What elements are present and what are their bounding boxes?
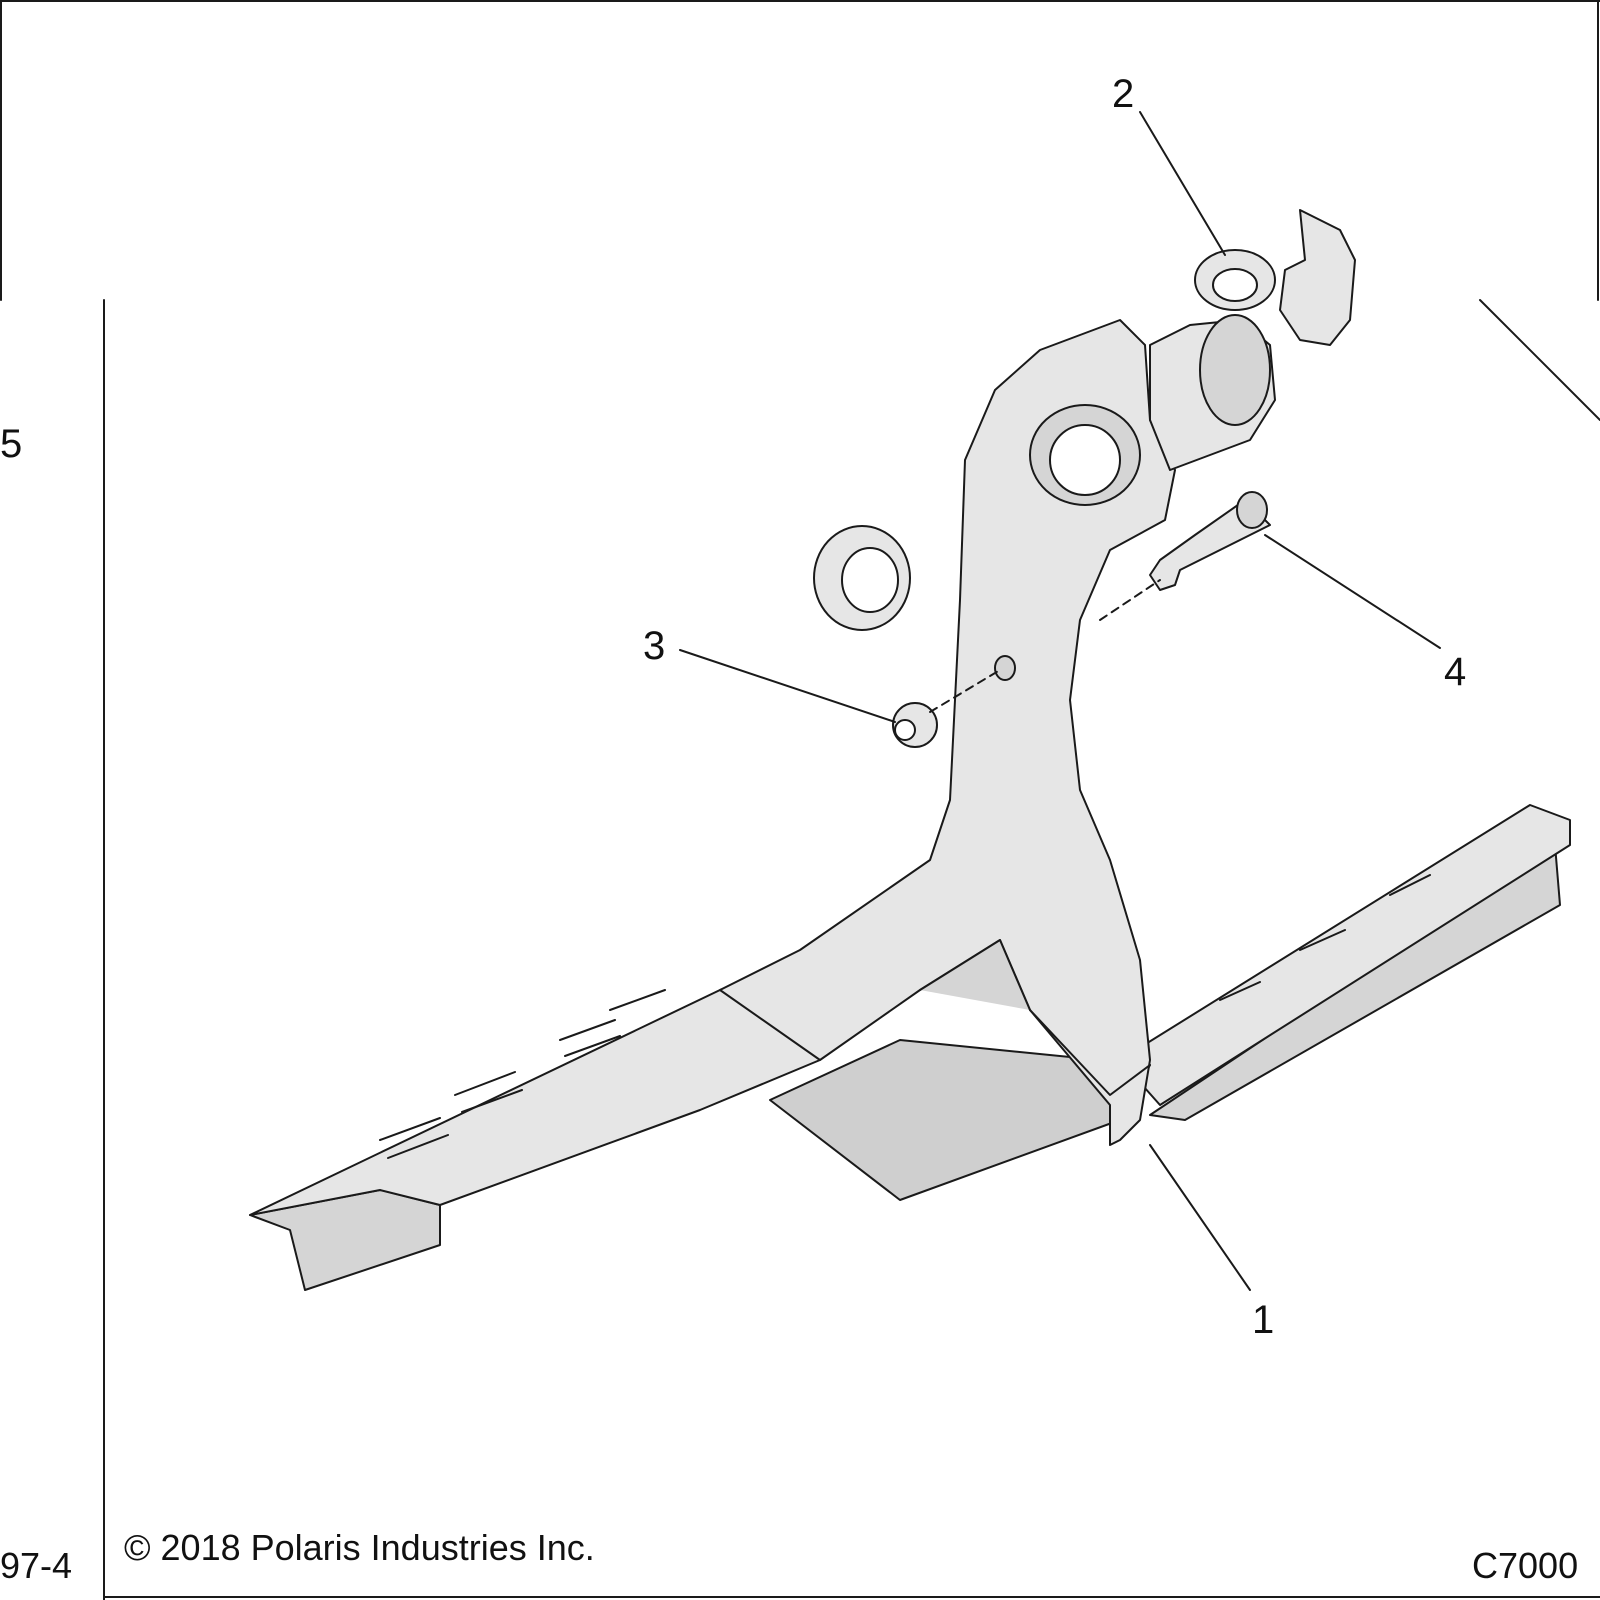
copyright-notice: © 2018 Polaris Industries Inc.: [124, 1527, 595, 1568]
footrest-pad-left: [249, 959, 821, 1291]
footrest-pad-right: [1119, 804, 1571, 1121]
document-number: C7000: [1472, 1545, 1579, 1586]
alignment-lines: [929, 579, 1161, 713]
part-3-nut: [892, 655, 1016, 748]
part-2-bushing: [1194, 249, 1276, 311]
part-4-bolt: [1149, 491, 1271, 591]
brake-pedal-arm: [719, 319, 1176, 1146]
callout-4: 4: [1444, 650, 1467, 694]
margin-digit: 5: [0, 422, 23, 466]
pivot-tube: [1029, 314, 1276, 506]
callout-1: 1: [1252, 1298, 1275, 1342]
callout-3: 3: [643, 624, 666, 668]
washer: [813, 525, 911, 631]
callout-2: 2: [1112, 72, 1135, 116]
left-page-number: 97-4: [0, 1545, 73, 1586]
part-2-clip: [1279, 209, 1356, 346]
leader-lines: [679, 111, 1600, 1291]
